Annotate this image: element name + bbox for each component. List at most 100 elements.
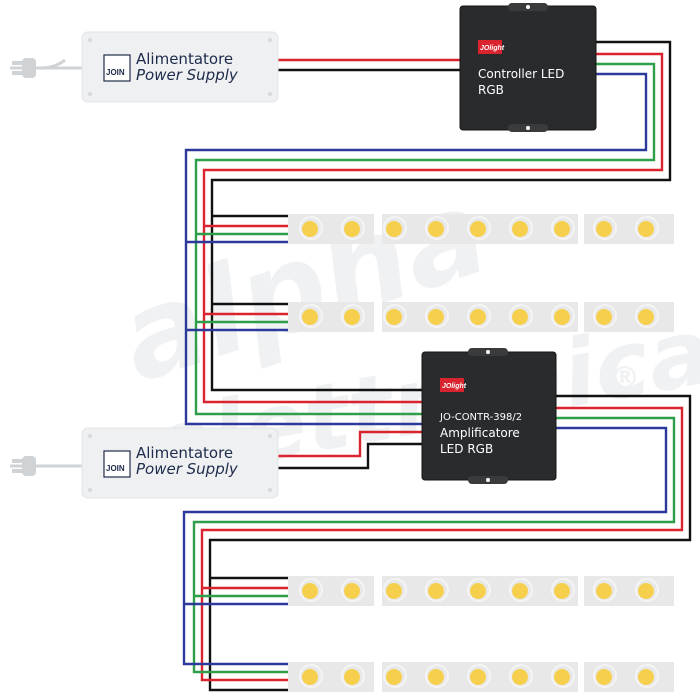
- psu-top-brand: JOIN: [106, 68, 125, 77]
- led-strip-1: [288, 214, 674, 244]
- led-chip-ring: [551, 578, 575, 602]
- jolight-logo: [440, 378, 464, 392]
- watermark-registered: ®: [610, 361, 640, 396]
- led-chip: [302, 583, 318, 599]
- led-chip: [470, 221, 486, 237]
- led-chip: [554, 309, 570, 325]
- led-chip: [638, 583, 654, 599]
- led-chip: [428, 309, 444, 325]
- led-chip: [344, 583, 360, 599]
- led-chip-ring: [467, 304, 491, 328]
- led-chip: [470, 669, 486, 685]
- led-chip: [512, 221, 528, 237]
- led-chip-ring: [635, 664, 659, 688]
- led-chip: [344, 221, 360, 237]
- amplifier-logo: JOlight: [442, 383, 467, 390]
- led-strips: [288, 214, 674, 692]
- led-chip: [302, 221, 318, 237]
- controller-line-2: RGB: [478, 83, 504, 97]
- led-chip-ring: [425, 578, 449, 602]
- led-chip: [344, 309, 360, 325]
- led-chip-ring: [509, 578, 533, 602]
- led-chip-ring: [551, 304, 575, 328]
- led-chip-ring: [593, 578, 617, 602]
- led-chip-ring: [467, 216, 491, 240]
- led-chip-ring: [341, 578, 365, 602]
- wire-ctrl-green: [194, 62, 656, 416]
- power-supply-top: JOIN Alimentatore Power Supply: [10, 31, 279, 103]
- led-chip: [302, 669, 318, 685]
- led-chip: [386, 669, 402, 685]
- amplifier-line-2: LED RGB: [440, 442, 493, 456]
- psu-bottom-title: Alimentatore: [136, 444, 233, 462]
- wire-amp-red: [200, 406, 684, 682]
- led-chip-ring: [509, 664, 533, 688]
- led-chip-ring: [341, 664, 365, 688]
- led-chip-ring: [593, 304, 617, 328]
- led-chip-ring: [467, 664, 491, 688]
- led-chip-ring: [425, 304, 449, 328]
- led-chip-ring: [341, 304, 365, 328]
- psu-bottom-subtitle: Power Supply: [136, 460, 239, 478]
- plug-icon: [10, 456, 82, 476]
- led-chip-ring: [299, 578, 323, 602]
- led-chip-ring: [341, 216, 365, 240]
- led-chip: [512, 669, 528, 685]
- led-chip: [386, 309, 402, 325]
- led-chip-ring: [509, 304, 533, 328]
- led-chip-ring: [551, 216, 575, 240]
- jolight-logo: [478, 40, 502, 54]
- led-chip-ring: [383, 304, 407, 328]
- led-chip: [596, 583, 612, 599]
- led-chip: [344, 669, 360, 685]
- controller-line-1: Controller LED: [478, 67, 564, 81]
- led-chip-ring: [635, 216, 659, 240]
- led-chip-ring: [635, 578, 659, 602]
- led-chip-ring: [425, 216, 449, 240]
- led-strip-3: [288, 576, 674, 606]
- plug-icon: [10, 58, 82, 78]
- led-chip: [596, 221, 612, 237]
- led-chip: [638, 309, 654, 325]
- led-chip: [596, 309, 612, 325]
- led-chip-ring: [383, 664, 407, 688]
- wire-psu-bottom-red: [278, 430, 422, 458]
- led-chip: [386, 221, 402, 237]
- led-chip-ring: [551, 664, 575, 688]
- led-chip: [596, 669, 612, 685]
- wire-psu-bottom-black: [278, 442, 422, 470]
- led-chip: [512, 309, 528, 325]
- led-chip-ring: [299, 664, 323, 688]
- led-chip: [470, 583, 486, 599]
- led-chip-ring: [467, 578, 491, 602]
- psu-top-subtitle: Power Supply: [136, 66, 239, 84]
- wire-ctrl-blue: [184, 72, 648, 426]
- led-chip-ring: [383, 216, 407, 240]
- amplifier-led-rgb: JOlight JO-CONTR-398/2 Amplificatore LED…: [421, 348, 557, 484]
- wire-ctrl-black: [210, 40, 672, 392]
- amplifier-model: JO-CONTR-398/2: [439, 412, 522, 423]
- led-chip: [638, 221, 654, 237]
- led-chip: [386, 583, 402, 599]
- led-chip-ring: [299, 216, 323, 240]
- psu-bottom-brand: JOIN: [106, 464, 125, 473]
- wires: [182, 40, 692, 692]
- join-logo-box: [103, 450, 131, 478]
- wire-amp-blue: [182, 426, 668, 666]
- led-chip: [554, 221, 570, 237]
- led-chip: [302, 309, 318, 325]
- led-chip: [428, 221, 444, 237]
- led-chip: [638, 669, 654, 685]
- led-chip: [428, 583, 444, 599]
- led-chip: [512, 583, 528, 599]
- join-logo-box: [103, 54, 131, 82]
- led-strip-4: [288, 662, 674, 692]
- led-chip-ring: [299, 304, 323, 328]
- led-strip-2: [288, 302, 674, 332]
- led-chip: [554, 583, 570, 599]
- led-chip-ring: [425, 664, 449, 688]
- led-chip-ring: [635, 304, 659, 328]
- amplifier-line-1: Amplificatore: [440, 426, 520, 440]
- led-chip: [554, 669, 570, 685]
